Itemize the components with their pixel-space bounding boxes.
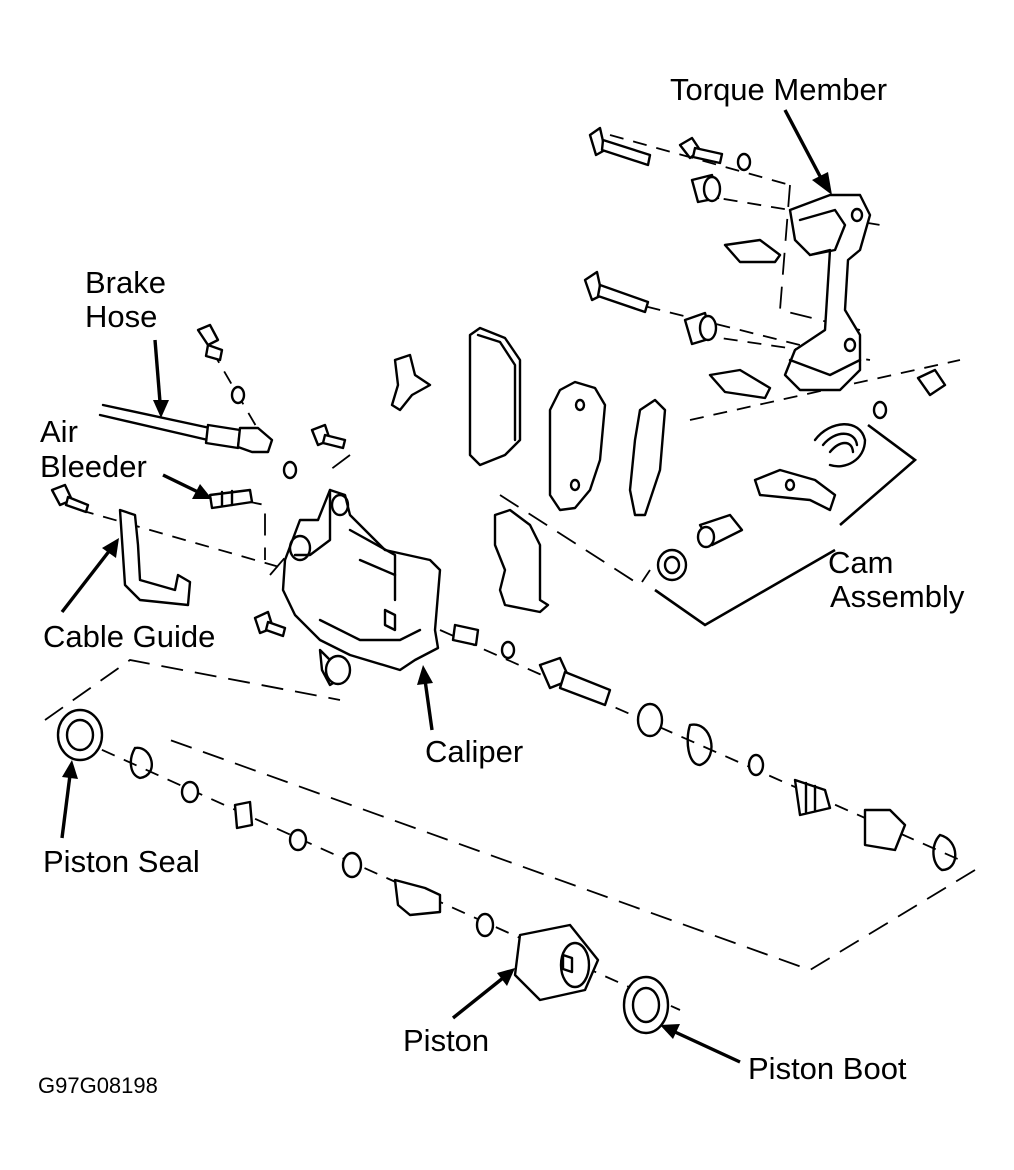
- figure-code: G97G08198: [38, 1073, 158, 1098]
- label-caliper: Caliper: [425, 734, 523, 769]
- piston-seal-part: [56, 708, 104, 762]
- torque-member-part: [783, 193, 872, 392]
- label-cam-assembly-line1: Cam: [828, 545, 893, 580]
- leader-arrows: [60, 109, 832, 1064]
- piston-boot-part: [622, 975, 670, 1035]
- label-piston-boot: Piston Boot: [748, 1051, 907, 1086]
- caliper-bolts: [253, 423, 347, 638]
- brake-pads: [390, 326, 667, 614]
- label-brake-hose-line2: Hose: [85, 299, 157, 334]
- brake-hose-part: [98, 323, 298, 480]
- label-torque-member: Torque Member: [670, 72, 887, 107]
- cable-guide-part: [50, 483, 192, 607]
- label-brake-hose-line1: Brake: [85, 265, 166, 300]
- air-bleeder-part: [208, 488, 254, 510]
- guide-pins: [583, 126, 752, 346]
- label-cam-assembly-line2: Assembly: [830, 579, 965, 614]
- seal-line-parts: [129, 746, 495, 938]
- caliper-body: [281, 488, 442, 687]
- label-piston: Piston: [403, 1023, 489, 1058]
- label-piston-seal: Piston Seal: [43, 844, 200, 879]
- label-cable-guide: Cable Guide: [43, 619, 215, 654]
- anti-rattle-clips: [708, 238, 782, 400]
- label-air-bleeder-line1: Air: [40, 414, 78, 449]
- piston-internals: [451, 623, 957, 872]
- label-air-bleeder-line2: Bleeder: [40, 449, 147, 484]
- piston-part: [513, 923, 600, 1002]
- cam-assembly-part: [656, 368, 947, 582]
- cam-assembly-bracket: [654, 423, 918, 627]
